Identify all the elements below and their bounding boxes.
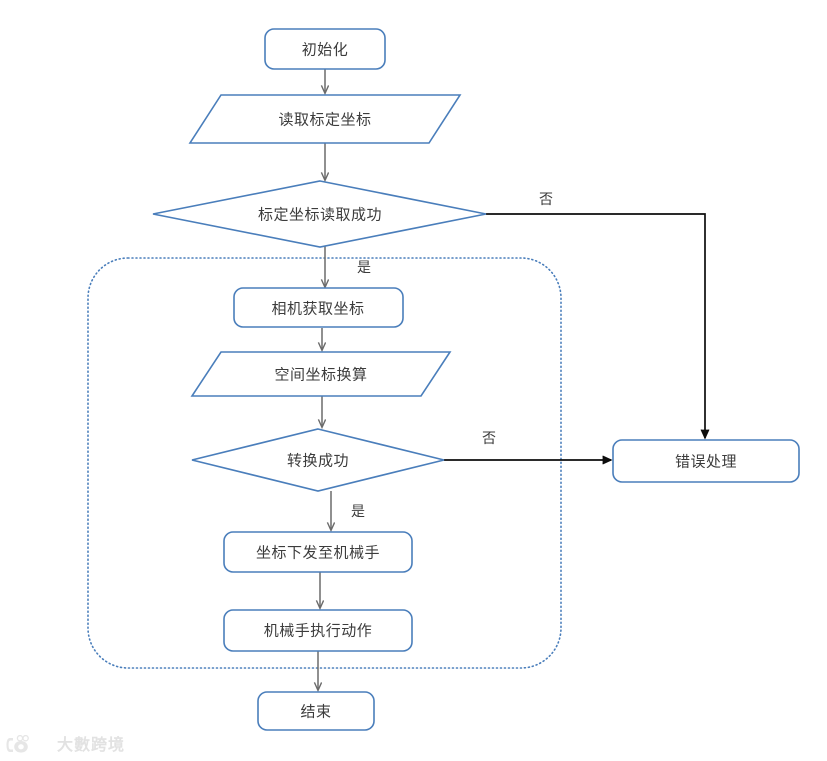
node-cam-get-shape[interactable] [233, 287, 404, 328]
edge-labels-layer: 否 是 否 是 [351, 192, 553, 520]
node-send-coord-label: 坐标下发至机械手 [256, 544, 380, 562]
node-robot-act-label: 机械手执行动作 [264, 622, 373, 640]
node-error-handle-shape[interactable] [612, 439, 800, 483]
node-error-handle[interactable]: 错误处理 [612, 439, 800, 483]
node-error-handle-label: 错误处理 [675, 453, 737, 471]
node-space-conv-label: 空间坐标换算 [274, 366, 367, 384]
node-cam-get[interactable]: 相机获取坐标 [233, 287, 404, 328]
node-calib-ok-label: 标定坐标读取成功 [258, 206, 382, 224]
node-read-calib[interactable]: 读取标定坐标 [188, 94, 462, 144]
edge-calib-ok-no-to-error-handle [486, 213, 705, 438]
edge-label-calib-ok-no: 否 [539, 192, 553, 208]
edge-label-conv-ok-no: 否 [482, 431, 496, 447]
edges-layer [318, 69, 705, 690]
node-end-label: 结束 [300, 703, 331, 721]
node-send-coord[interactable]: 坐标下发至机械手 [223, 531, 413, 573]
node-cam-get-label: 相机获取坐标 [271, 300, 364, 318]
node-start-shape[interactable] [264, 28, 386, 70]
node-conv-ok[interactable]: 转换成功 [191, 428, 445, 492]
node-start-label: 初始化 [302, 41, 349, 59]
node-end[interactable]: 结束 [257, 691, 375, 731]
node-start[interactable]: 初始化 [264, 28, 386, 70]
node-robot-act[interactable]: 机械手执行动作 [223, 609, 413, 652]
node-conv-ok-shape[interactable] [191, 428, 445, 492]
edge-label-conv-ok-yes: 是 [351, 504, 365, 520]
node-space-conv[interactable]: 空间坐标换算 [190, 351, 452, 397]
node-space-conv-shape[interactable] [190, 351, 452, 397]
edge-label-calib-ok-yes: 是 [357, 260, 371, 276]
node-end-shape[interactable] [257, 691, 375, 731]
node-conv-ok-label: 转换成功 [287, 452, 349, 470]
node-send-coord-shape[interactable] [223, 531, 413, 573]
node-robot-act-shape[interactable] [223, 609, 413, 652]
node-read-calib-label: 读取标定坐标 [278, 111, 371, 129]
node-calib-ok-shape[interactable] [152, 180, 487, 248]
node-calib-ok[interactable]: 标定坐标读取成功 [152, 180, 487, 248]
node-read-calib-shape[interactable] [188, 94, 462, 144]
